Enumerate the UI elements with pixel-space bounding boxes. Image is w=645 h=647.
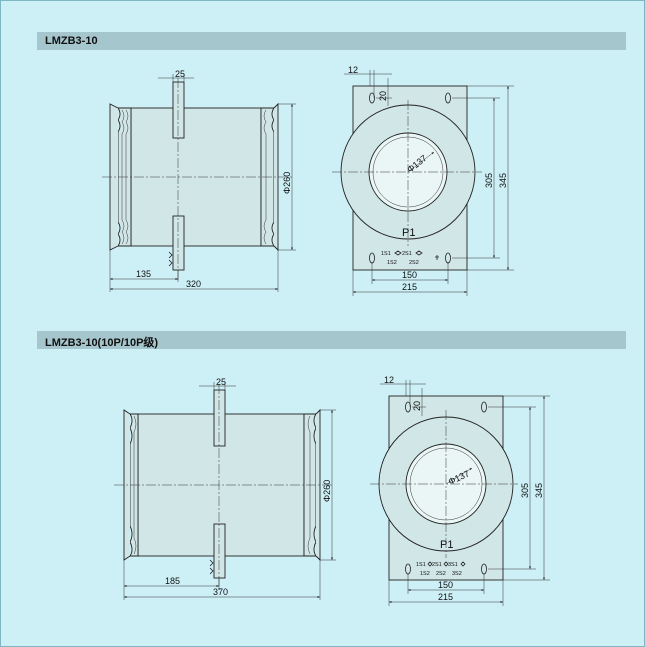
dim-215: 215 [438, 592, 453, 602]
dim-20: 20 [412, 401, 422, 411]
dim-150: 150 [438, 580, 453, 590]
label-p1: P1 [402, 227, 415, 239]
terminal-2s2: 2S2 [409, 260, 419, 266]
terminal-2s2: 2S2 [436, 571, 446, 577]
terminal-3s1: 3S1 [448, 562, 458, 568]
dim-length: 320 [186, 279, 201, 289]
section-title: LMZB3-10 [45, 35, 98, 47]
dim-offset: 135 [136, 269, 151, 279]
dim-345: 345 [498, 173, 508, 188]
bottom-bar [172, 215, 185, 271]
front-view-2: Φ137 P1 1S1 2S1 3S1 1S2 2S2 3S2 12 20 30… [370, 375, 550, 606]
terminal-2s1: 2S1 [432, 562, 442, 568]
terminal-1s1: 1S1 [416, 562, 426, 568]
top-bar [213, 389, 226, 447]
top-bar [172, 81, 185, 139]
dim-345: 345 [534, 483, 544, 498]
section-header-lmzb3-10-10p: LMZB3-10(10P/10P级) [37, 331, 626, 349]
dim-12: 12 [384, 375, 394, 385]
dim-150: 150 [402, 270, 417, 280]
terminal-1s2: 1S2 [420, 571, 430, 577]
terminal-1s1: 1S1 [381, 251, 391, 257]
dim-305: 305 [520, 483, 530, 498]
terminal-1s2: 1S2 [387, 260, 397, 266]
dim-width: 25 [175, 69, 185, 79]
side-view-2: 25 Φ260 185 370 [114, 377, 336, 600]
terminal-2s1: 2S1 [402, 251, 412, 257]
dim-215: 215 [402, 282, 417, 292]
dim-12: 12 [348, 65, 358, 75]
front-view-1: Φ137 P1 1S1 2S1 1S2 2S2 12 20 305 345 15… [332, 65, 514, 296]
section-header-lmzb3-10: LMZB3-10 [37, 32, 626, 50]
dim-length: 370 [213, 587, 228, 597]
dim-width: 25 [216, 377, 226, 387]
label-p1: P1 [440, 539, 453, 551]
dim-diameter: Φ260 [282, 172, 292, 194]
side-view-1: 25 Φ260 135 320 [102, 69, 296, 292]
dim-20: 20 [378, 91, 388, 101]
terminal-3s2: 3S2 [452, 571, 462, 577]
dim-offset: 185 [165, 576, 180, 586]
mount-hole [481, 401, 487, 413]
section-title: LMZB3-10(10P/10P级) [45, 337, 159, 349]
dim-305: 305 [484, 173, 494, 188]
dim-diameter: Φ260 [322, 480, 332, 502]
bottom-bar [213, 523, 226, 579]
mount-hole [445, 92, 451, 104]
mount-hole [369, 92, 375, 104]
mount-hole [405, 401, 411, 413]
